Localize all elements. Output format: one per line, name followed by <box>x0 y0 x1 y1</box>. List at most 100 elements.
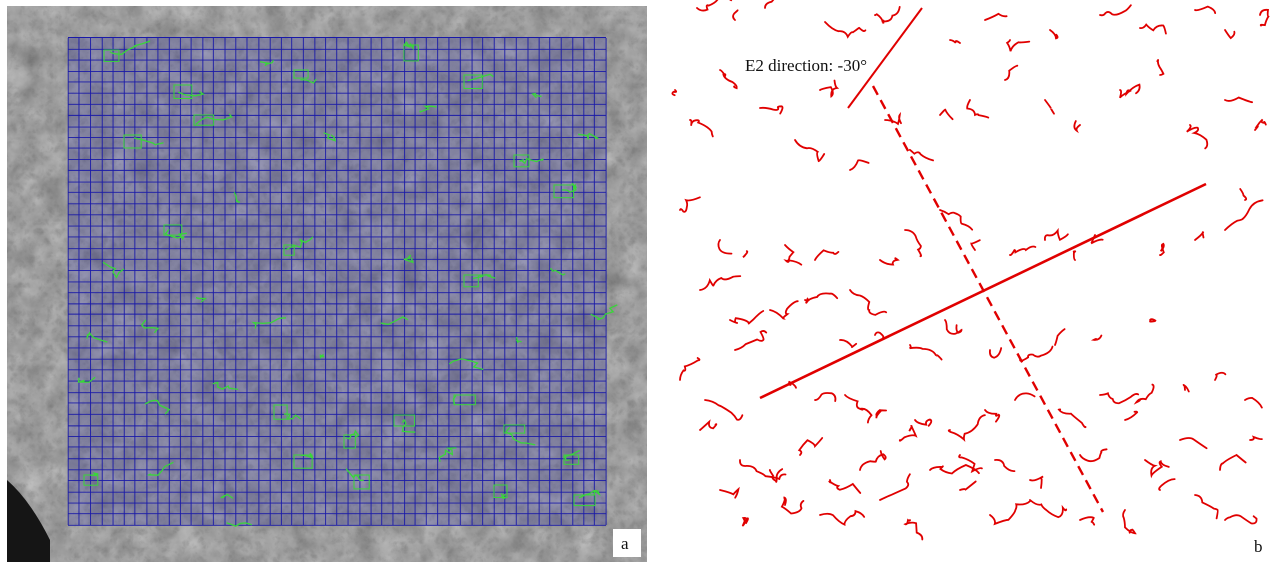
red-trace <box>909 344 943 361</box>
e2-direction-marker <box>847 7 923 109</box>
red-trace <box>824 21 867 39</box>
green-trace <box>133 137 164 146</box>
green-cell-outline <box>193 114 215 126</box>
red-trace <box>879 473 911 501</box>
green-trace <box>519 157 544 165</box>
red-trace <box>719 69 738 90</box>
green-cell-outline <box>503 424 526 434</box>
green-cell-outline <box>463 74 483 89</box>
red-trace <box>1079 516 1096 526</box>
red-trace <box>729 310 765 325</box>
red-trace <box>984 409 1001 423</box>
red-trace <box>1004 64 1019 81</box>
red-trace <box>804 292 839 304</box>
red-trace <box>1194 231 1205 241</box>
green-trace <box>564 449 580 462</box>
green-cell-outline <box>553 184 575 199</box>
green-trace <box>220 493 234 499</box>
panel-a-label: a <box>621 534 629 553</box>
green-trace <box>419 105 437 113</box>
green-trace <box>472 274 496 280</box>
red-trace <box>1249 435 1263 441</box>
red-trace <box>1259 8 1270 27</box>
red-trace <box>949 39 961 44</box>
red-trace <box>794 139 826 163</box>
red-trace <box>859 450 887 471</box>
red-trace <box>769 300 799 320</box>
green-trace <box>345 429 360 440</box>
green-cell-outline <box>463 274 479 288</box>
green-trace <box>195 296 208 303</box>
red-trace <box>989 500 1031 526</box>
red-trace <box>797 437 824 456</box>
red-trace <box>742 250 749 258</box>
red-trace <box>1239 188 1248 201</box>
red-trace <box>741 516 749 527</box>
green-cell-outline <box>173 84 193 99</box>
red-trace <box>1224 96 1253 104</box>
green-trace <box>77 376 96 383</box>
red-trace <box>679 196 701 213</box>
green-cell-outline <box>83 474 99 486</box>
green-cell-outline <box>453 394 476 406</box>
red-trace <box>959 480 977 491</box>
red-trace <box>1194 5 1217 14</box>
red-trace <box>819 79 840 99</box>
red-trace <box>759 105 784 115</box>
green-trace <box>285 236 314 251</box>
red-trace <box>970 239 981 251</box>
green-cell-outline <box>393 414 416 427</box>
red-trace <box>1073 120 1081 134</box>
red-trace <box>1186 124 1209 150</box>
green-trace <box>401 418 416 433</box>
green-trace <box>140 319 160 334</box>
red-trace <box>898 425 918 442</box>
e2-direction-annotation: E2 direction: -30° <box>745 56 867 75</box>
red-trace <box>704 399 744 421</box>
red-trace <box>984 12 1008 21</box>
green-trace <box>102 261 125 279</box>
green-cell-outline <box>123 134 142 149</box>
red-trace <box>994 458 1016 473</box>
green-cell-outline <box>283 244 295 256</box>
red-trace <box>1144 459 1170 479</box>
red-trace <box>1194 494 1219 520</box>
panel-a: a <box>7 6 647 562</box>
red-trace <box>1133 383 1155 405</box>
green-trace <box>504 426 536 446</box>
red-trace <box>944 319 963 335</box>
green-trace <box>531 92 542 99</box>
red-trace <box>1057 408 1087 429</box>
green-cell-outline <box>403 44 419 62</box>
dashed-direction-line <box>871 85 1105 513</box>
red-trace <box>764 0 775 9</box>
red-trace <box>874 6 901 24</box>
green-cell-outline <box>103 49 120 62</box>
panel-a-label-box <box>613 529 641 557</box>
green-cell-outline <box>493 484 508 498</box>
red-trace <box>839 339 858 349</box>
red-trace <box>874 331 885 339</box>
red-trace <box>879 257 900 266</box>
red-trace <box>904 229 922 258</box>
green-traces <box>77 40 618 527</box>
green-trace <box>144 399 171 415</box>
red-trace <box>1119 83 1141 99</box>
analysis-grid <box>67 37 607 526</box>
red-trace <box>1044 99 1055 115</box>
green-cell-outline <box>163 224 183 236</box>
red-trace <box>966 99 990 119</box>
red-trace <box>908 148 934 162</box>
red-trace <box>699 419 718 431</box>
red-trace <box>947 414 986 443</box>
micrograph-dark-corner <box>7 480 50 562</box>
red-trace <box>1099 391 1140 405</box>
green-trace <box>319 353 325 359</box>
red-trace <box>1122 509 1137 535</box>
green-cell-outline <box>293 454 313 469</box>
green-trace <box>195 113 233 125</box>
green-trace <box>467 73 494 82</box>
red-trace <box>875 409 887 419</box>
green-trace <box>226 522 252 527</box>
